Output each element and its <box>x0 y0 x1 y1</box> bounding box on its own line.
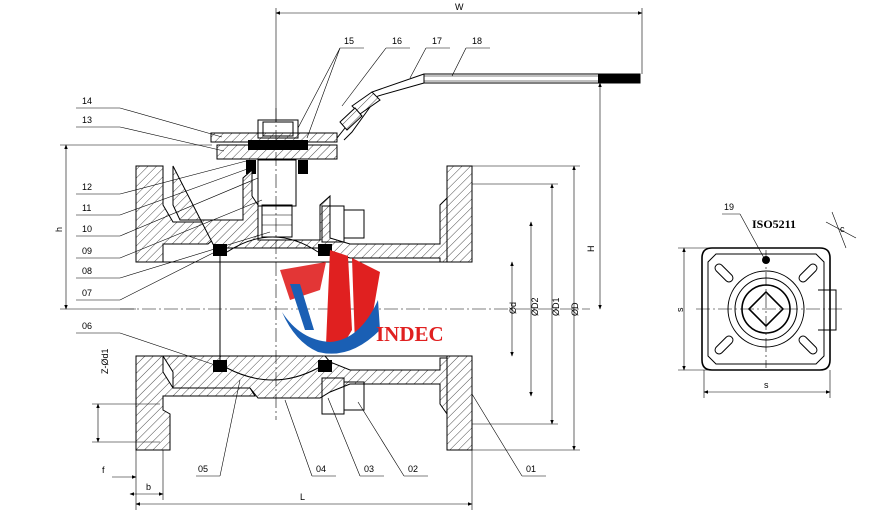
dim-D2: ØD2 <box>530 297 540 316</box>
part-08: 08 <box>82 266 92 276</box>
dimension-lines: W H h L f b Z-Ød1 Ød ØD2 ØD1 ØD <box>54 2 643 510</box>
part-07: 07 <box>82 288 92 298</box>
part-10: 10 <box>82 224 92 234</box>
dim-W: W <box>455 2 464 12</box>
part-callouts: 15 16 17 18 14 13 12 11 10 09 08 07 06 0… <box>76 36 546 477</box>
dim-L: L <box>300 492 305 502</box>
dim-d: Ød <box>508 302 518 314</box>
dim-b: b <box>146 482 151 492</box>
part-09: 09 <box>82 246 92 256</box>
part-13: 13 <box>82 115 92 125</box>
part-05: 05 <box>198 464 208 474</box>
stem-and-gland <box>210 119 338 238</box>
dim-D1: ØD1 <box>551 297 561 316</box>
dim-D: ØD <box>570 302 580 316</box>
part-06: 06 <box>82 321 92 331</box>
indec-logo: INDEC <box>280 250 444 354</box>
dim-f: f <box>102 465 105 475</box>
dim-H: H <box>586 246 596 253</box>
part-15: 15 <box>344 36 354 46</box>
part-19: 19 <box>724 202 734 212</box>
part-03: 03 <box>364 464 374 474</box>
iso5211-top-flange-view: 19 ISO5211 c s s <box>675 202 857 398</box>
dim-s-horizontal: s <box>764 380 769 390</box>
part-02: 02 <box>408 464 418 474</box>
part-17: 17 <box>432 36 442 46</box>
valve-body <box>135 165 473 451</box>
dim-s-vertical: s <box>675 307 685 312</box>
handle-lever <box>300 73 641 141</box>
part-12: 12 <box>82 182 92 192</box>
part-11: 11 <box>82 203 91 213</box>
part-01: 01 <box>526 464 536 474</box>
iso5211-label: ISO5211 <box>752 217 796 231</box>
part-18: 18 <box>472 36 482 46</box>
part-04: 04 <box>316 464 326 474</box>
brand-text: INDEC <box>376 322 444 346</box>
dim-h: h <box>54 227 64 232</box>
part-16: 16 <box>392 36 402 46</box>
part-14: 14 <box>82 96 92 106</box>
dim-c: c <box>840 224 845 234</box>
dim-Zd1: Z-Ød1 <box>100 348 110 374</box>
